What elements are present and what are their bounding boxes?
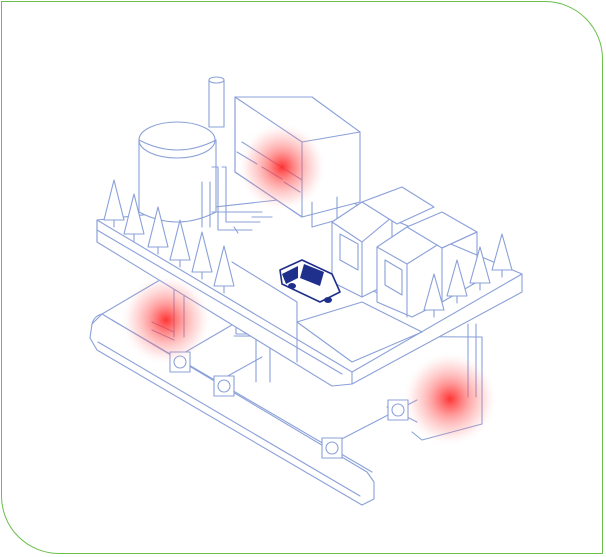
chimney-icon bbox=[208, 76, 225, 128]
tree-icon bbox=[423, 273, 445, 318]
hotspot-markers bbox=[120, 122, 498, 447]
tree-row-left bbox=[103, 179, 235, 294]
hotspot-icon bbox=[402, 351, 498, 447]
tree-icon bbox=[103, 179, 125, 228]
tree-icon bbox=[446, 259, 468, 304]
hotspot-icon bbox=[237, 122, 327, 212]
tree-row-right bbox=[423, 233, 513, 318]
tree-icon bbox=[147, 206, 169, 255]
storage-tank-icon bbox=[138, 121, 217, 223]
tree-icon bbox=[213, 245, 235, 294]
factory-pipes bbox=[201, 166, 273, 234]
tree-icon bbox=[491, 233, 513, 278]
tree-icon bbox=[169, 219, 191, 268]
tree-icon bbox=[469, 246, 491, 291]
hotspot-icon bbox=[120, 274, 212, 366]
truck-icon bbox=[279, 259, 341, 303]
tree-icon bbox=[123, 193, 145, 242]
tree-icon bbox=[191, 231, 213, 280]
